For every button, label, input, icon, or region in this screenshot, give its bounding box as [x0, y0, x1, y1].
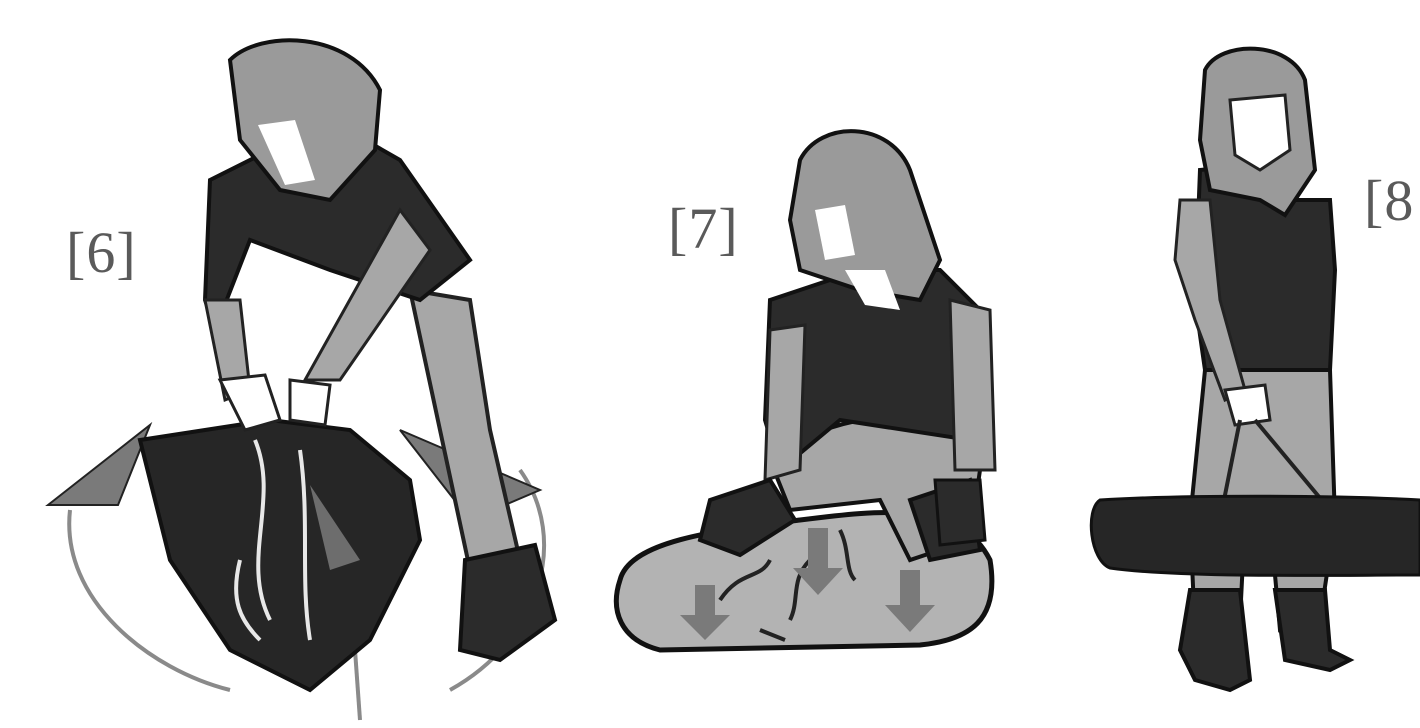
step-7-panel: [7]: [600, 0, 1030, 728]
step-8-label: [8: [1364, 172, 1414, 230]
step-6-panel: [6]: [0, 0, 600, 728]
step-8-illustration: [1030, 0, 1420, 728]
step-7-illustration: [600, 0, 1030, 728]
step-8-panel: [8: [1030, 0, 1420, 728]
step-6-illustration: [0, 0, 600, 728]
step-6-label: [6]: [66, 224, 137, 282]
step-7-label: [7]: [668, 200, 739, 258]
